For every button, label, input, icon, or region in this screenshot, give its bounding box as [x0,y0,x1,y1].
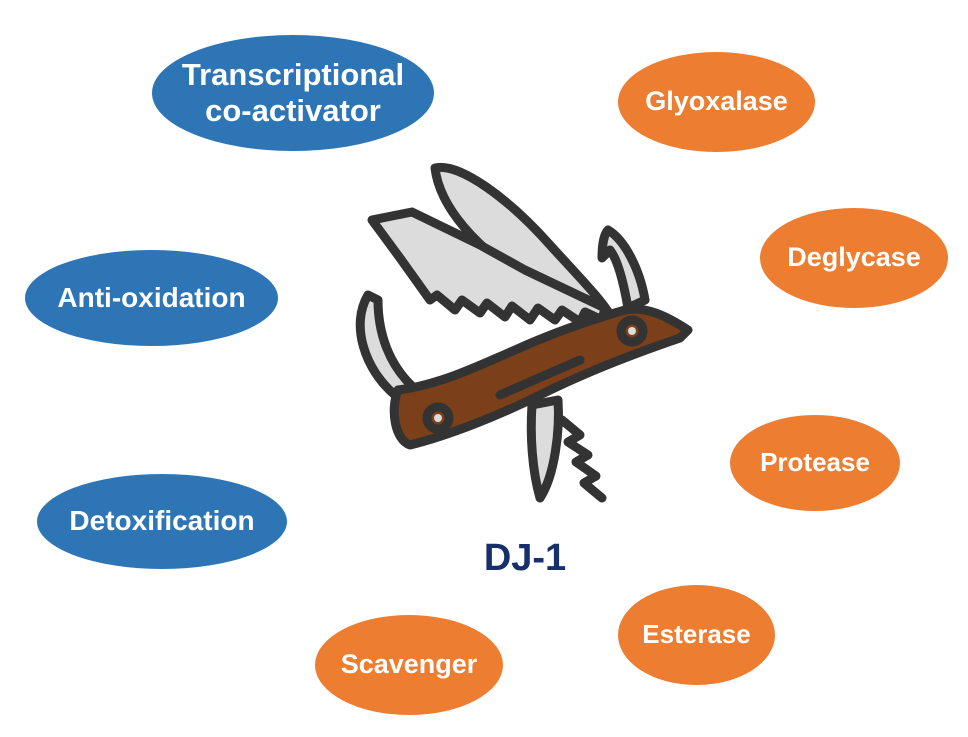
bubble-protease: Protease [730,415,900,511]
swiss-army-knife-icon [355,162,693,503]
bubble-label: Glyoxalase [645,86,788,117]
bubble-esterase: Esterase [618,585,775,685]
bubble-transcriptional-coactivator: Transcriptional co-activator [152,35,434,151]
bubble-label: Protease [760,447,870,478]
bubble-label: Esterase [642,619,751,650]
bubble-glyoxalase: Glyoxalase [618,52,815,152]
diagram-title: DJ-1 [483,537,567,579]
bubble-label: Detoxification [69,505,255,537]
bubble-label: Scavenger [340,649,478,680]
bubble-deglycase: Deglycase [760,208,948,308]
bubble-label: Anti-oxidation [57,281,246,313]
bubble-label-line1: Transcriptional [181,57,405,93]
bubble-label: Deglycase [787,242,921,273]
bubble-anti-oxidation: Anti-oxidation [25,250,278,346]
bubble-label-line2: co-activator [205,93,381,128]
bubble-scavenger: Scavenger [315,615,503,715]
bubble-detoxification: Detoxification [37,474,287,569]
